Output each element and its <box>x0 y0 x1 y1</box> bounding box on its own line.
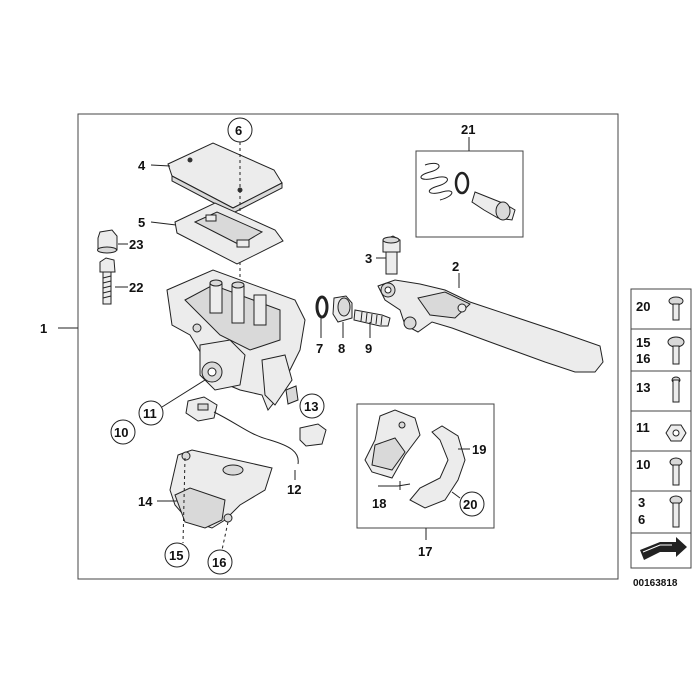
callout-16-circle <box>207 549 233 575</box>
legend-label-11: 11 <box>636 420 650 435</box>
callout-20-circle <box>459 491 485 517</box>
legend-label-15: 15 <box>636 335 650 350</box>
leader-15 <box>182 457 186 544</box>
orientation-arrow-icon <box>640 537 687 560</box>
fastener-legend: 20 15 16 13 11 10 3 6 <box>630 288 692 569</box>
callout-3: 3 <box>365 251 372 266</box>
callout-18: 18 <box>372 496 386 511</box>
callout-17: 17 <box>418 544 432 559</box>
callout-14: 14 <box>138 494 153 509</box>
legend-label-6: 6 <box>638 512 645 527</box>
callout-12: 12 <box>287 482 301 497</box>
leader-20 <box>451 491 461 499</box>
cap-23 <box>97 229 118 254</box>
callout-20: 20 <box>463 497 477 512</box>
leader-16 <box>221 521 229 551</box>
callout-7: 7 <box>316 341 323 356</box>
legend-label-20: 20 <box>636 299 650 314</box>
switch-housing-18 <box>364 409 421 479</box>
callout-11: 11 <box>143 406 157 421</box>
leader-4 <box>150 164 171 167</box>
callout-15: 15 <box>169 548 183 563</box>
screw-22 <box>99 257 116 305</box>
callout-23: 23 <box>129 237 143 252</box>
screw-15-16-icon <box>667 336 685 365</box>
adjuster-9 <box>353 309 391 327</box>
nut-11-icon <box>665 424 687 442</box>
callout-9: 9 <box>365 341 372 356</box>
callout-22: 22 <box>129 280 143 295</box>
callout-5: 5 <box>138 215 145 230</box>
callout-15-circle <box>164 542 190 568</box>
reference-number: 00163818 <box>633 578 678 589</box>
brake-light-switch <box>185 396 327 465</box>
callout-10: 10 <box>114 425 128 440</box>
callout-11-circle <box>138 400 164 426</box>
bushing-8 <box>332 295 353 323</box>
callout-8: 8 <box>338 341 345 356</box>
screw-10-icon <box>669 457 683 486</box>
callout-13-circle <box>299 393 325 419</box>
spring-21 <box>420 162 453 201</box>
callout-13: 13 <box>304 399 318 414</box>
callout-4: 4 <box>138 158 146 173</box>
legend-row-arrow <box>630 532 692 569</box>
screw-3 <box>382 235 401 275</box>
screw-20-icon <box>668 296 684 321</box>
callout-1: 1 <box>40 321 47 336</box>
callout-6: 6 <box>235 123 242 138</box>
callout-2: 2 <box>452 259 459 274</box>
screw-3-6-icon <box>669 495 683 528</box>
legend-label-3: 3 <box>638 495 645 510</box>
leader-11 <box>161 379 206 408</box>
screw-20-small <box>397 481 411 490</box>
leader-5 <box>150 221 177 226</box>
legend-label-16: 16 <box>636 351 650 366</box>
reservoir-diaphragm <box>174 202 284 265</box>
master-cylinder-body <box>166 269 306 411</box>
reservoir-cover <box>167 142 283 214</box>
legend-label-10: 10 <box>636 457 650 472</box>
callout-10-circle <box>110 419 136 445</box>
cover-19 <box>409 425 466 509</box>
cover-14 <box>169 449 273 529</box>
callout-19: 19 <box>472 442 486 457</box>
ring-7 <box>315 295 329 319</box>
screw-13-icon <box>671 376 681 403</box>
main-frame <box>77 113 619 580</box>
callout-21: 21 <box>461 122 475 137</box>
callout-16: 16 <box>212 555 226 570</box>
brake-lever <box>377 279 604 373</box>
piston-21 <box>454 171 516 221</box>
legend-label-13: 13 <box>636 380 650 395</box>
